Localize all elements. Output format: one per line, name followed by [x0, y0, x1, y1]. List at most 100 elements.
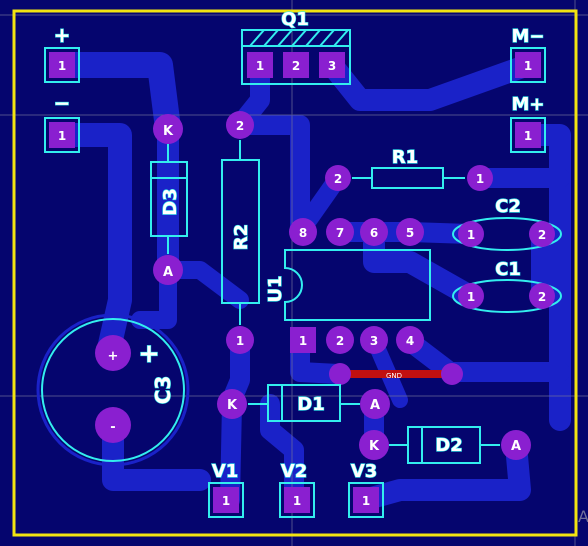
r1-pin-2: 2	[334, 172, 342, 186]
d2-diode[interactable]: D2 K A	[359, 426, 531, 464]
d3-diode[interactable]: D3 K A	[150, 114, 188, 285]
d3-pad-a[interactable]	[153, 255, 183, 285]
watermark: A G	[578, 507, 588, 526]
r2-pin-2: 2	[236, 119, 244, 133]
c3-pad-minus[interactable]	[95, 407, 131, 443]
u1-pad-2[interactable]	[326, 326, 354, 354]
terminal-minus-label: −	[54, 91, 71, 115]
c3-plus-pin-label: +	[108, 349, 119, 364]
gnd-via-right[interactable]	[441, 363, 463, 385]
terminal-v3[interactable]: V3 1	[348, 460, 384, 518]
d1-pad-a[interactable]	[360, 389, 390, 419]
u1-ref-label: U1	[265, 275, 286, 302]
r1-ref-label: R1	[392, 147, 418, 168]
board-outline	[12, 9, 578, 537]
d3-pad-k[interactable]	[153, 114, 183, 144]
u1-pad-1[interactable]	[290, 327, 316, 353]
c3-polarity-sign: +	[138, 339, 160, 369]
u1-pin-5: 5	[406, 226, 414, 240]
terminal-m-minus[interactable]: M− 1	[510, 25, 546, 83]
gnd-label: GND	[386, 372, 402, 380]
pad-number: 1	[524, 129, 532, 143]
c2-pad-2[interactable]	[529, 221, 555, 247]
u1-pin-3: 3	[370, 334, 378, 348]
u1-pad-6[interactable]	[360, 218, 388, 246]
u1-pad-4[interactable]	[396, 326, 424, 354]
pad-number: 1	[524, 59, 532, 73]
u1-pad-5[interactable]	[396, 218, 424, 246]
u1-pad-3[interactable]	[360, 326, 388, 354]
terminal-plus[interactable]: + 1	[44, 22, 80, 83]
q1-pad-3[interactable]	[319, 52, 345, 78]
terminal-v2[interactable]: V2 1	[279, 460, 315, 518]
u1-pin-6: 6	[370, 226, 378, 240]
u1-pin-1: 1	[299, 334, 307, 348]
q1-ref-label: Q1	[281, 9, 309, 30]
r2-pad-2[interactable]	[226, 111, 254, 139]
d2-a-label: A	[511, 439, 521, 454]
pad-number: 1	[58, 129, 66, 143]
d3-k-label: K	[163, 124, 174, 139]
d1-ref-label: D1	[297, 394, 324, 415]
q1-pad-1[interactable]	[247, 52, 273, 78]
c3-capacitor[interactable]: + - + C3	[36, 313, 190, 467]
c1-ref-label: C1	[495, 259, 521, 280]
pad-number: 1	[293, 494, 301, 508]
terminal-plus-label: +	[54, 23, 71, 47]
q1-pin-1: 1	[256, 59, 264, 73]
d2-ref-label: D2	[435, 435, 462, 456]
r1-pad-2[interactable]	[325, 165, 351, 191]
c2-capacitor[interactable]: C2 1 2	[452, 195, 562, 251]
terminal-m-plus-label: M+	[512, 94, 545, 115]
u1-pad-7[interactable]	[326, 218, 354, 246]
d2-pad-k[interactable]	[359, 430, 389, 460]
terminal-v1-label: V1	[212, 461, 238, 482]
u1-pin-2: 2	[336, 334, 344, 348]
c1-pin-1: 1	[467, 290, 475, 304]
d1-a-label: A	[370, 398, 380, 413]
pad-number: 1	[222, 494, 230, 508]
terminal-m-plus[interactable]: M+ 1	[510, 93, 546, 153]
terminal-v1[interactable]: V1 1	[208, 460, 244, 518]
u1-pin-8: 8	[299, 226, 307, 240]
d3-ref-label: D3	[160, 188, 181, 215]
q1-pad-2[interactable]	[283, 52, 309, 78]
c1-capacitor[interactable]: C1 1 2	[452, 258, 562, 313]
r2-pad-1[interactable]	[226, 326, 254, 354]
d2-pad-a[interactable]	[501, 430, 531, 460]
r1-pin-1: 1	[476, 172, 484, 186]
terminal-v2-label: V2	[281, 461, 307, 482]
r2-ref-label: R2	[231, 224, 252, 250]
c1-pin-2: 2	[538, 290, 546, 304]
c2-pin-1: 1	[467, 228, 475, 242]
r1-resistor[interactable]: R1 2 1	[325, 146, 493, 191]
pad-number: 1	[362, 494, 370, 508]
c3-ref-label: C3	[151, 376, 175, 405]
q1-transistor[interactable]: Q1 1 2 3	[241, 8, 351, 85]
r2-pin-1: 1	[236, 334, 244, 348]
terminal-minus[interactable]: − 1	[44, 90, 80, 153]
terminal-m-minus-label: M−	[512, 26, 545, 47]
c2-ref-label: C2	[495, 196, 521, 217]
d1-diode[interactable]: D1 K A	[217, 384, 390, 422]
gnd-via-left[interactable]	[329, 363, 351, 385]
c1-pad-1[interactable]	[458, 283, 484, 309]
c3-pad-plus[interactable]	[95, 335, 131, 371]
u1-pad-8[interactable]	[289, 218, 317, 246]
d3-a-label: A	[163, 265, 173, 280]
c1-pad-2[interactable]	[529, 283, 555, 309]
q1-pin-2: 2	[292, 59, 300, 73]
q1-hatch	[249, 29, 349, 47]
r2-resistor[interactable]: R2 2 1	[221, 111, 260, 354]
gnd-trace: GND	[329, 363, 463, 385]
r1-pad-1[interactable]	[467, 165, 493, 191]
c3-minus-pin-label: -	[110, 420, 115, 435]
u1-ic[interactable]: U1 8 7 6 5 1 2 3 4	[264, 218, 431, 354]
terminal-v3-label: V3	[351, 461, 377, 482]
u1-pin-4: 4	[406, 334, 414, 348]
c2-pin-2: 2	[538, 228, 546, 242]
d1-pad-k[interactable]	[217, 389, 247, 419]
d1-k-label: K	[227, 398, 238, 413]
c2-pad-1[interactable]	[458, 221, 484, 247]
